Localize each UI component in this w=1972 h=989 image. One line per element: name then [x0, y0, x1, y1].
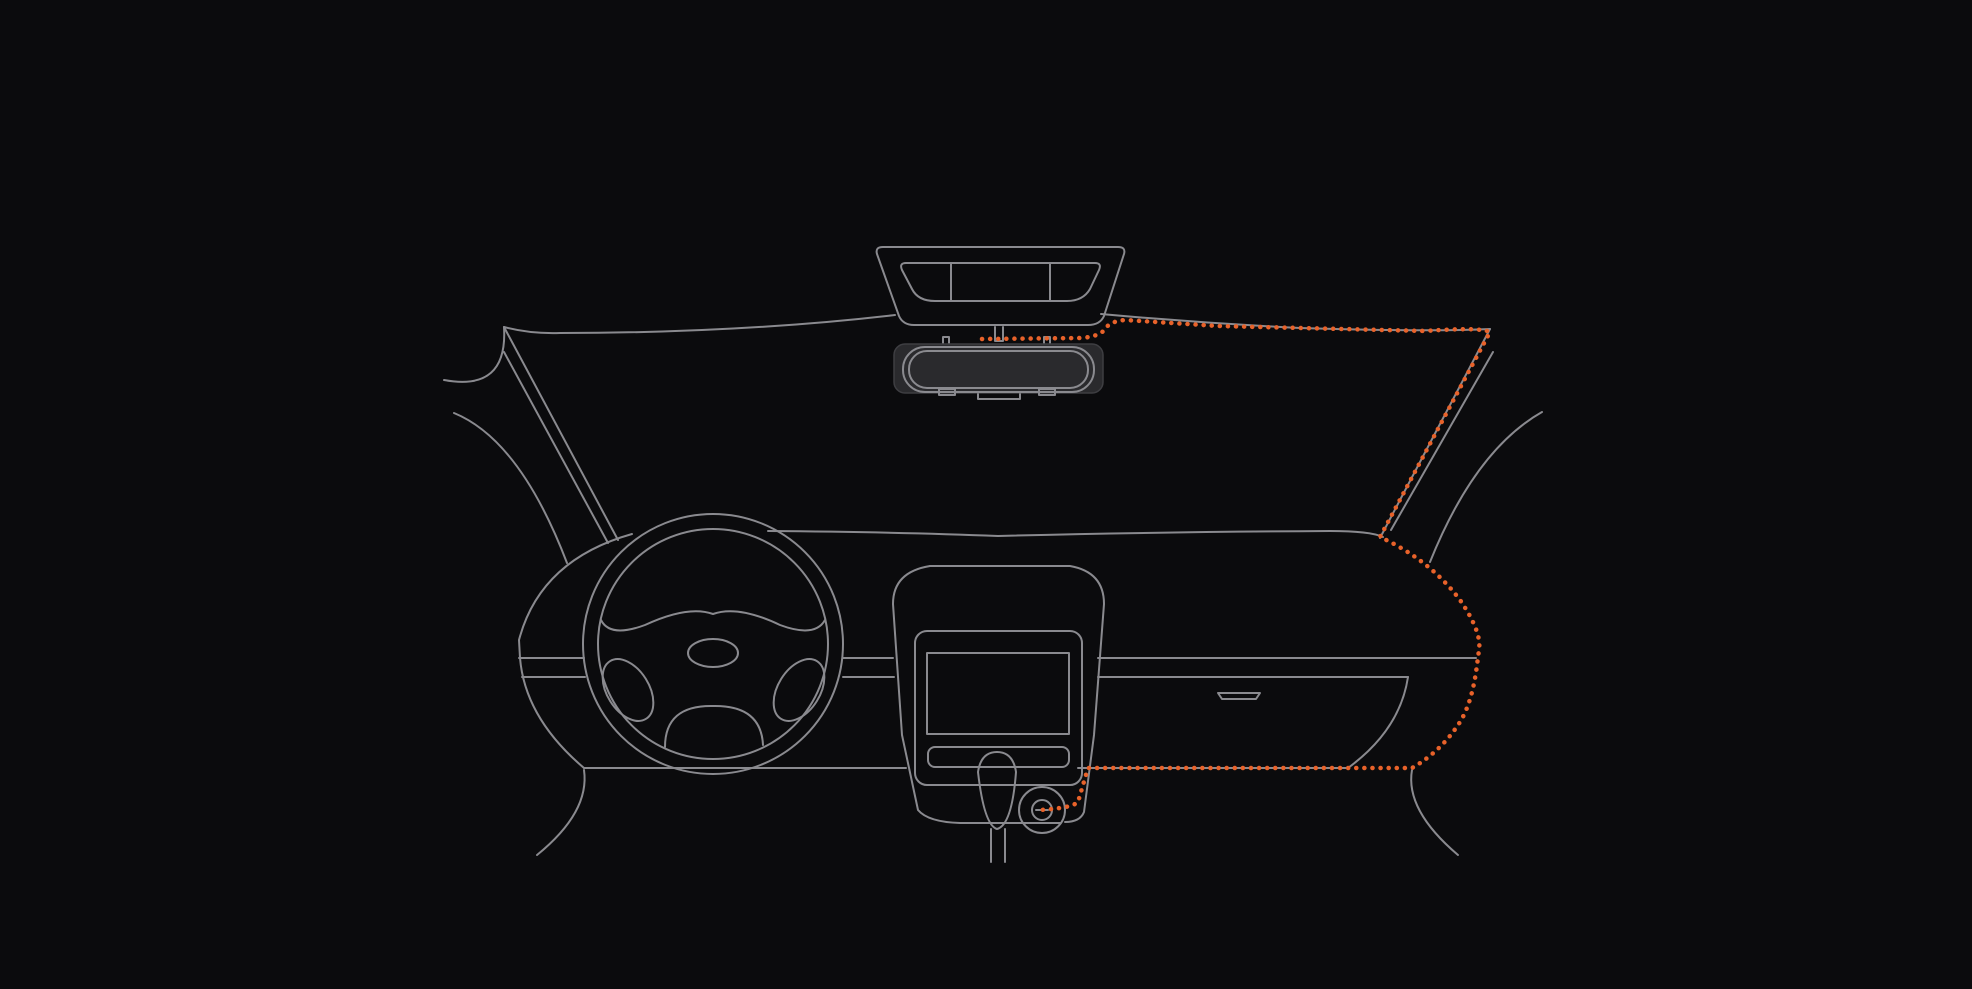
cable-route [979, 317, 1493, 813]
dashboard [518, 530, 1477, 769]
overhead-console-icon [875, 246, 1126, 326]
cable-route-line [979, 317, 1493, 813]
glovebox [1347, 676, 1409, 769]
door-outline-left [453, 412, 586, 856]
gear-shifter-icon [977, 751, 1017, 863]
dash-cam-icon [893, 326, 1104, 400]
center-console [892, 565, 1105, 824]
steering-wheel-icon [582, 513, 844, 775]
door-outline-right [1410, 411, 1543, 856]
glovebox-handle-icon [1217, 692, 1261, 700]
